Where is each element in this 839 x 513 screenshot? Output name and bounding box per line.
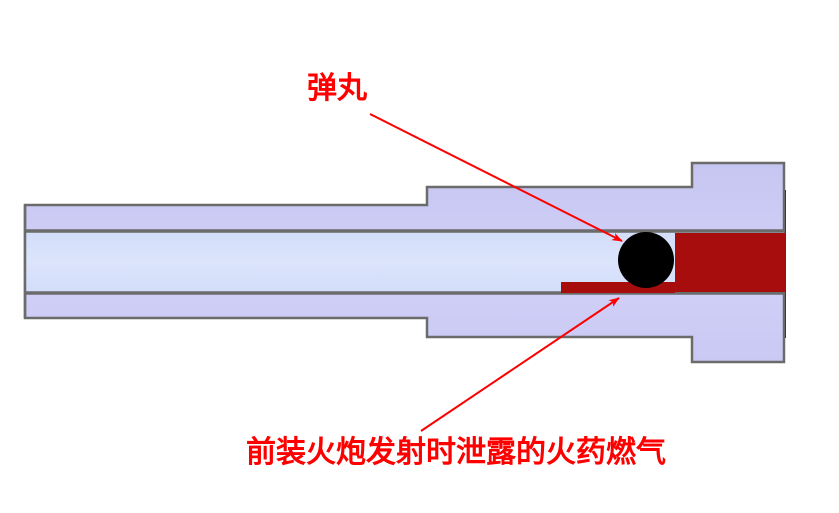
gas-arrow (420, 297, 620, 432)
leaking-gas-band (561, 282, 675, 293)
projectile-arrow (369, 113, 623, 242)
projectile-ball (618, 232, 674, 288)
projectile-label: 弹丸 (307, 71, 367, 106)
propellant-gas-chamber (675, 233, 785, 292)
gas-leak-label: 前装火炮发射时泄露的火药燃气 (246, 435, 666, 470)
